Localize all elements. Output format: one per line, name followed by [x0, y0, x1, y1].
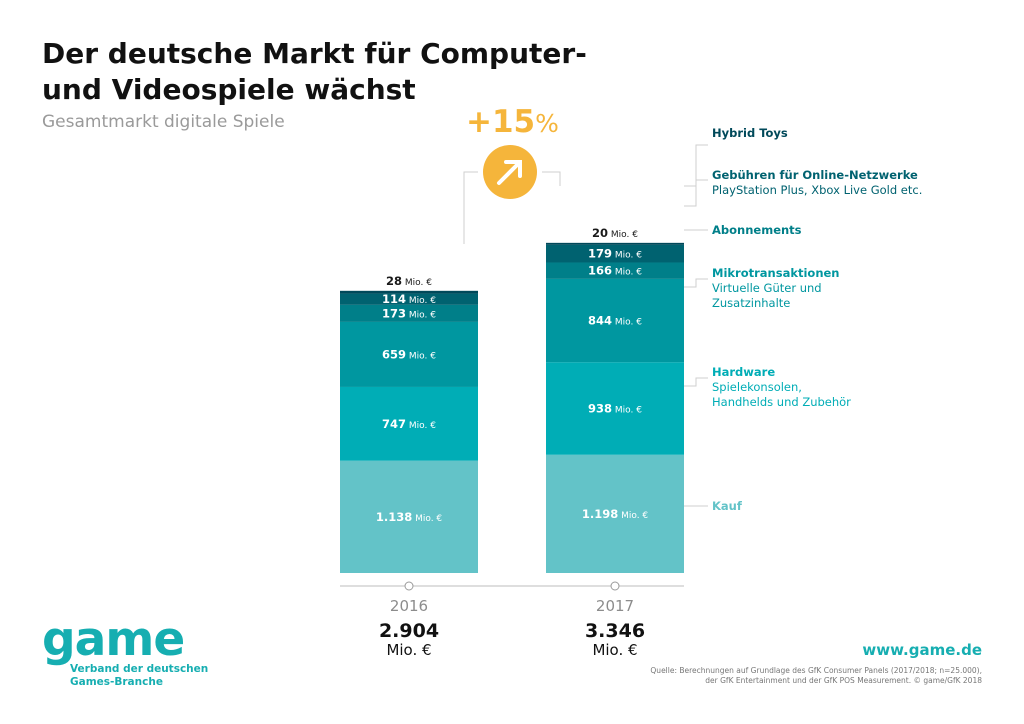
bar-2016-series-3 — [340, 304, 478, 322]
arrow-up-right-icon — [497, 160, 522, 185]
data-label-2016-series-1: 747 Mio. € — [382, 417, 436, 431]
total-2017: 3.346 — [584, 620, 646, 642]
total-unit-2017: Mio. € — [592, 641, 638, 659]
growth-connector — [463, 171, 478, 244]
bar-2017-series-3 — [546, 262, 684, 279]
x-axis-tick-2016 — [404, 581, 414, 591]
bar-2016-series-5 — [340, 290, 478, 294]
data-label-2016-series-5: 28 Mio. € — [386, 274, 432, 288]
page-subtitle: Gesamtmarkt digitale Spiele — [42, 112, 285, 132]
logo-subtitle-line-2: Games-Branche — [70, 676, 163, 688]
game-logo: game — [42, 612, 185, 667]
bar-2017-series-1 — [546, 362, 684, 455]
data-label-2017-series-5: 20 Mio. € — [592, 226, 638, 240]
legend-desc-4-0: Spielekonsolen, — [712, 380, 802, 394]
bar-2017-series-4 — [546, 244, 684, 263]
website-link[interactable]: www.game.de — [862, 641, 982, 659]
total-2016: 2.904 — [378, 620, 440, 642]
legend-title-2: Abonnements — [712, 223, 802, 237]
bar-2016-series-4 — [340, 293, 478, 305]
data-label-2016-series-3: 173 Mio. € — [382, 306, 436, 320]
data-label-2017-series-0: 1.198 Mio. € — [582, 507, 649, 521]
data-label-2016-series-0: 1.138 Mio. € — [376, 510, 443, 524]
legend-leader-0 — [684, 144, 708, 187]
bar-2017-series-2 — [546, 278, 684, 363]
growth-value: +15 — [466, 104, 536, 140]
data-label-2017-series-2: 844 Mio. € — [588, 314, 642, 328]
growth-connector-right — [542, 171, 561, 186]
bar-2016-series-0 — [340, 460, 478, 573]
legend-desc-4-1: Handhelds und Zubehör — [712, 395, 851, 409]
data-label-2017-series-1: 938 Mio. € — [588, 401, 642, 415]
legend-leader-1 — [684, 179, 708, 207]
bar-2017-series-5 — [546, 242, 684, 245]
data-label-2017-series-4: 179 Mio. € — [588, 247, 642, 261]
x-axis-tick-2017 — [610, 581, 620, 591]
legend-desc-1-0: PlayStation Plus, Xbox Live Gold etc. — [712, 183, 922, 197]
data-label-2017-series-3: 166 Mio. € — [588, 264, 642, 278]
bar-2016-series-2 — [340, 321, 478, 387]
source-note: Quelle: Berechnungen auf Grundlage des G… — [602, 666, 982, 686]
legend-leader-4 — [684, 377, 708, 387]
total-unit-2016: Mio. € — [386, 641, 432, 659]
bar-2016-series-1 — [340, 386, 478, 461]
legend-title-3: Mikrotransaktionen — [712, 266, 840, 280]
legend-title-5: Kauf — [712, 499, 743, 513]
logo-subtitle-line-1: Verband der deutschen — [70, 663, 209, 675]
source-line-1: Quelle: Berechnungen auf Grundlage des G… — [650, 666, 982, 675]
x-tick-label-2016: 2016 — [389, 597, 429, 615]
bar-2017-series-0 — [546, 454, 684, 573]
data-label-2016-series-2: 659 Mio. € — [382, 347, 436, 361]
logo-subtitle: Verband der deutschen Games-Branche — [70, 663, 240, 689]
growth-label: +15% — [466, 104, 559, 140]
legend-title-4: Hardware — [712, 365, 775, 379]
growth-percent-sign: % — [535, 109, 559, 138]
source-line-2: der GfK Entertainment und der GfK POS Me… — [705, 676, 982, 685]
data-label-2016-series-4: 114 Mio. € — [382, 292, 436, 306]
page-title: Der deutsche Markt für Computer- und Vid… — [42, 37, 587, 106]
legend-desc-3-0: Virtuelle Güter und — [712, 281, 822, 295]
legend-title-0: Hybrid Toys — [712, 126, 788, 140]
legend-desc-3-1: Zusatzinhalte — [712, 296, 790, 310]
x-tick-label-2017: 2017 — [595, 597, 635, 615]
legend-title-1: Gebühren für Online-Netzwerke — [712, 168, 918, 182]
legend-leader-3 — [684, 278, 708, 288]
